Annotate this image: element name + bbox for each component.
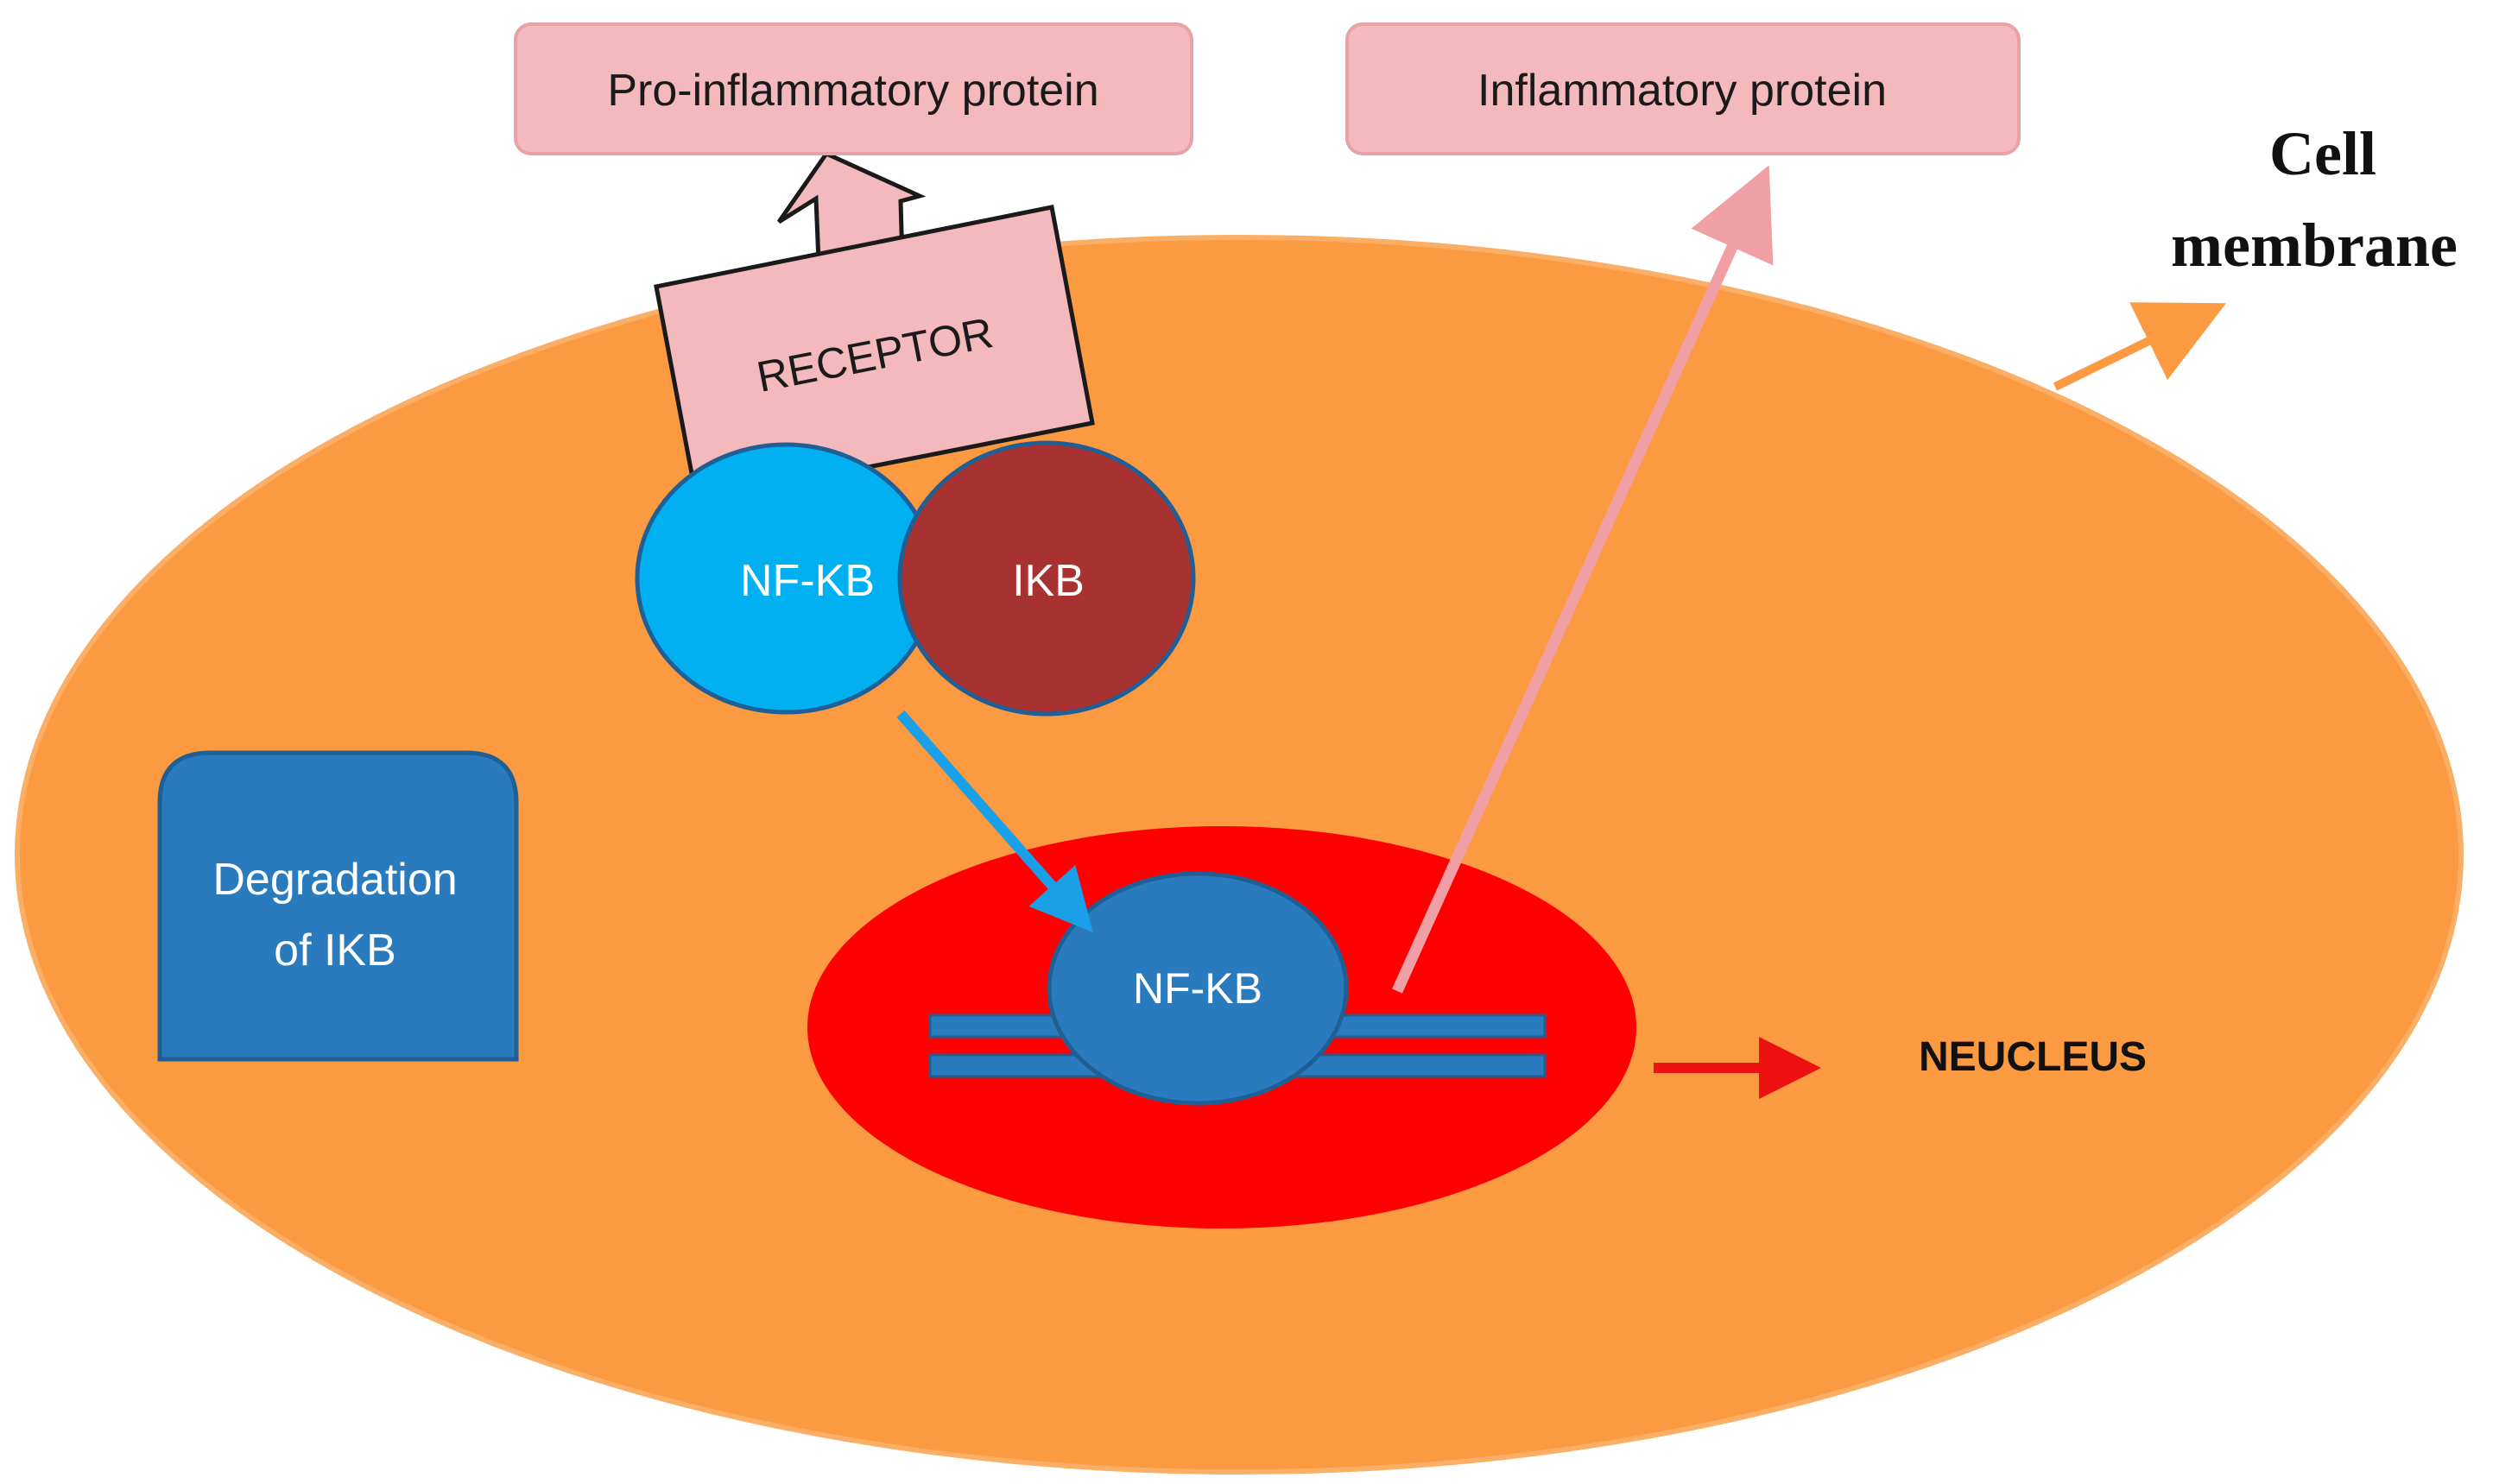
inflammatory-protein-arrow (1392, 165, 1774, 994)
cell-membrane-label-line2: membrane (2171, 211, 2458, 280)
receptor-box (654, 205, 1095, 503)
degradation-label-line2: of IKB (274, 925, 396, 976)
pro-inflammatory-protein-box (514, 22, 1193, 155)
nfkb-cytoplasm-label: NF-KB (740, 556, 875, 606)
nfkb-translocation-arrow (896, 710, 1093, 933)
nfkb-nucleus-circle (1047, 871, 1349, 1106)
nucleus-label: NEUCLEUS (1919, 1034, 2147, 1080)
receptor-group: RECEPTOR (654, 150, 1095, 503)
pro-inflammatory-protein-label: Pro-inflammatory protein (607, 66, 1098, 116)
degradation-label-line1: Degradation (212, 855, 457, 905)
cell-membrane-label-line1: Cell (2269, 119, 2376, 188)
nfkb-nucleus-label: NF-KB (1133, 964, 1262, 1013)
cell-membrane-arrow (2053, 302, 2226, 391)
degradation-box (157, 750, 519, 1062)
inflammatory-protein-label: Inflammatory protein (1477, 66, 1887, 116)
inflammatory-protein-box (1345, 22, 2021, 155)
ikb-circle (897, 440, 1196, 717)
ikb-label: IKB (1012, 556, 1085, 606)
